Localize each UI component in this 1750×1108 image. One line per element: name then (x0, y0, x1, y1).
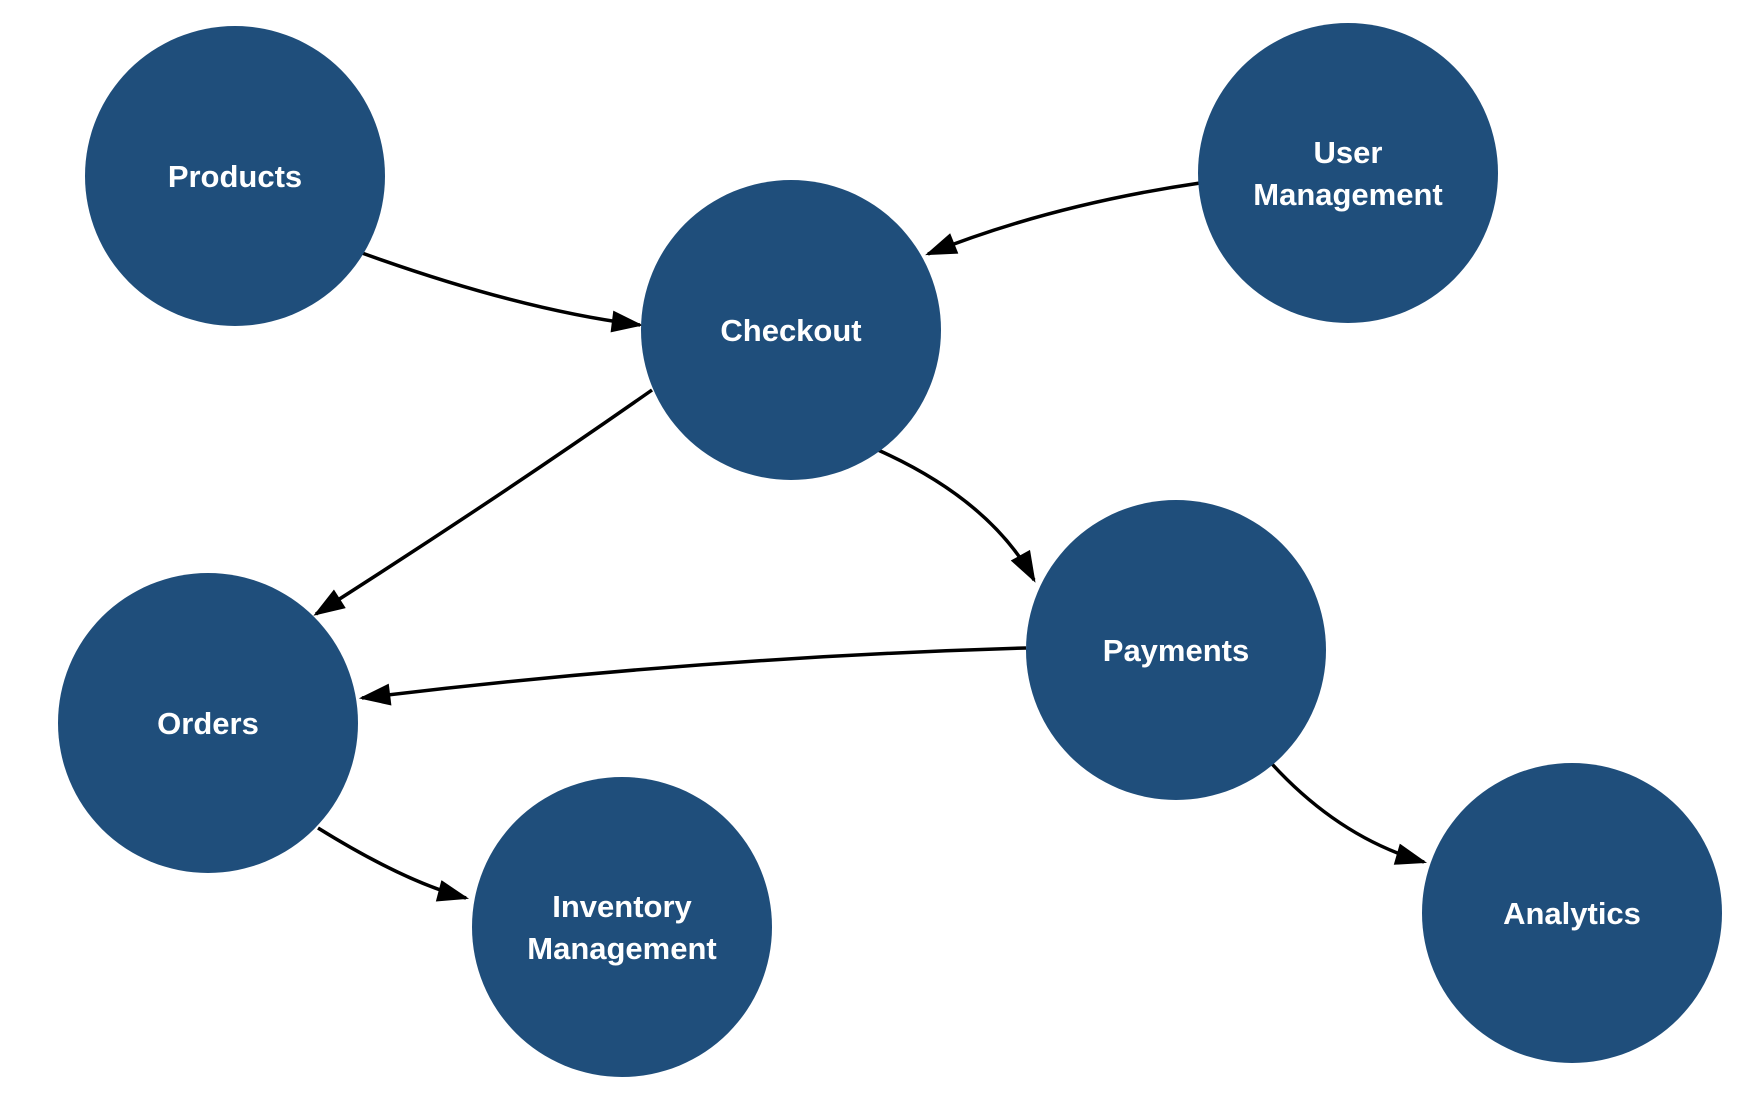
edge-products-to-checkout (361, 251, 644, 333)
node-checkout: Checkout (641, 180, 941, 480)
edge-payments-to-analytics (1270, 762, 1428, 865)
node-analytics: Analytics (1422, 763, 1722, 1063)
node-orders-circle (58, 573, 358, 873)
edge-checkout-to-orders (313, 388, 654, 616)
node-payments: Payments (1026, 500, 1326, 800)
edge-payments-to-orders (358, 646, 1027, 706)
node-orders-label: Orders (157, 706, 259, 741)
node-inventory-management-circle (472, 777, 772, 1077)
node-analytics-label: Analytics (1503, 896, 1641, 931)
edge-user-management-to-checkout (925, 181, 1201, 256)
node-analytics-circle (1422, 763, 1722, 1063)
node-products-circle (85, 26, 385, 326)
node-payments-circle (1026, 500, 1326, 800)
node-user-management-circle (1198, 23, 1498, 323)
node-checkout-label: Checkout (720, 313, 861, 348)
edge-checkout-to-payments (877, 448, 1036, 583)
node-payments-label: Payments (1103, 633, 1249, 668)
node-products: Products (85, 26, 385, 326)
node-products-label: Products (168, 159, 302, 194)
node-checkout-circle (641, 180, 941, 480)
node-orders: Orders (58, 573, 358, 873)
edge-orders-to-inventory-management (317, 826, 470, 902)
